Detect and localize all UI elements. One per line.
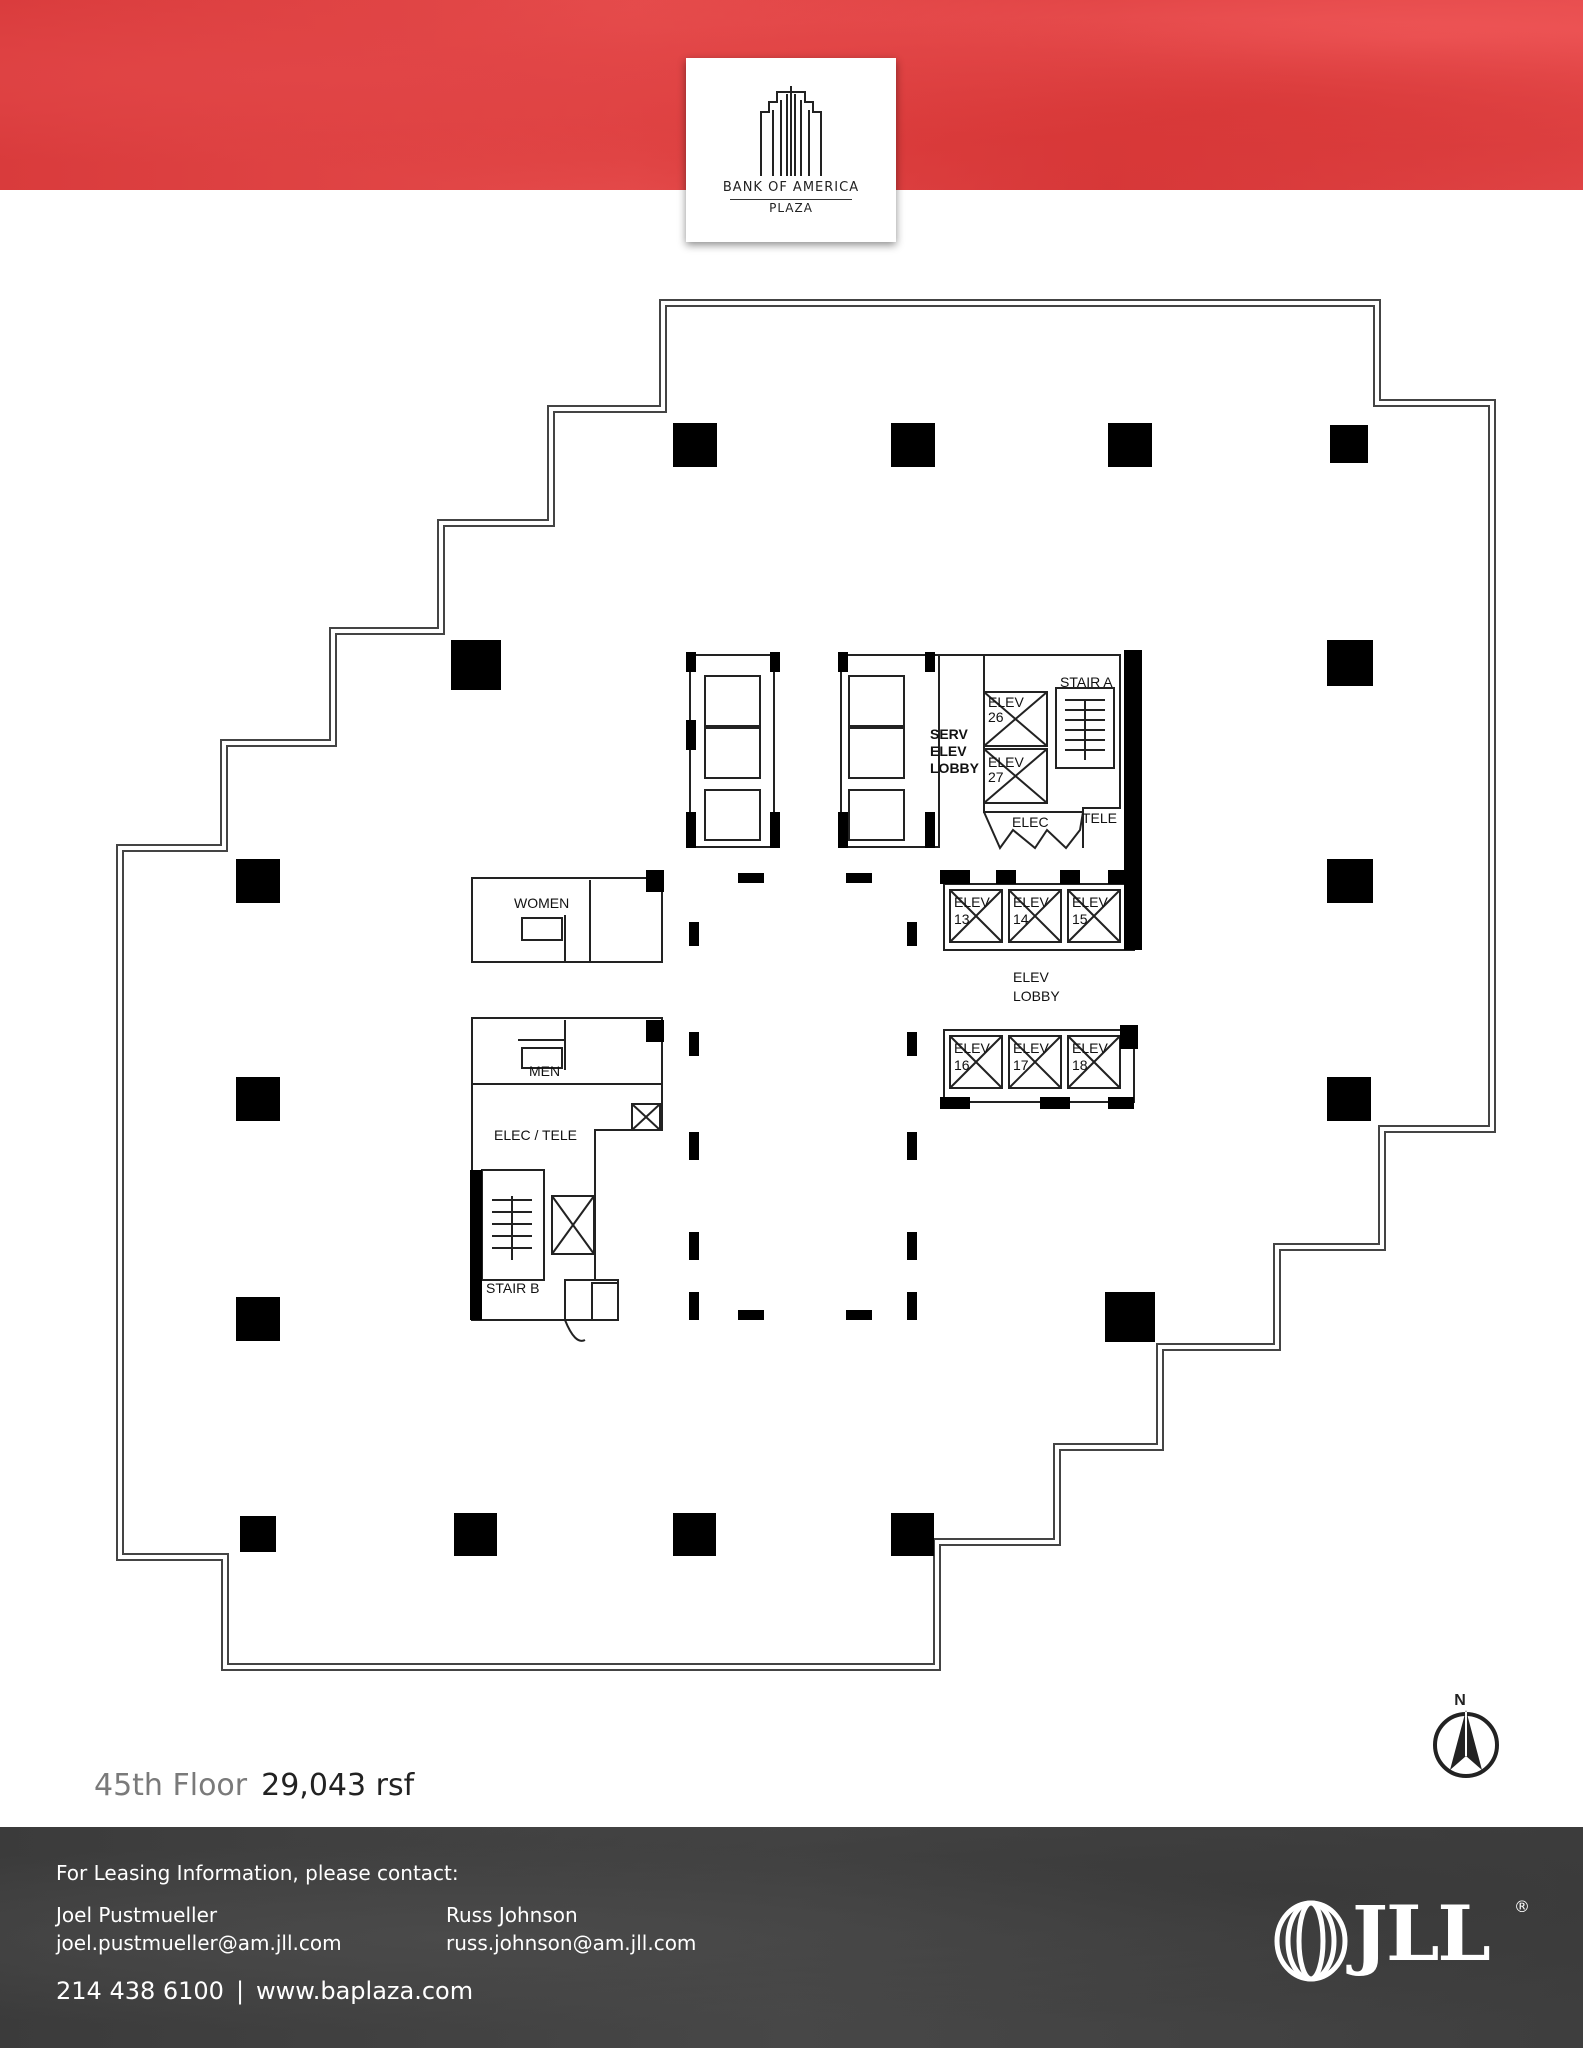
label-elev-17-a: ELEV: [1013, 1040, 1049, 1056]
column: [240, 1516, 276, 1552]
stair-a: [1055, 687, 1115, 769]
column: [1327, 1077, 1371, 1121]
column: [673, 423, 717, 467]
label-elec: ELEC: [1012, 814, 1049, 830]
separator: |: [235, 1977, 245, 2005]
label-elev-16-a: ELEV: [954, 1040, 990, 1056]
column: [451, 640, 501, 690]
column: [1330, 425, 1368, 463]
phone-number[interactable]: 214 438 6100: [56, 1977, 224, 2005]
label-elev-27-a: ELEV: [988, 754, 1024, 770]
label-elec-tele: ELEC / TELE: [494, 1127, 577, 1143]
label-elev-18-b: 18: [1072, 1057, 1088, 1073]
tower-logo-icon: [760, 86, 822, 176]
label-men: MEN: [529, 1063, 560, 1079]
label-tele: TELE: [1082, 810, 1117, 826]
label-elev-15-b: 15: [1072, 911, 1088, 927]
column: [1108, 423, 1152, 467]
column: [891, 423, 935, 467]
logo-text-line2: PLAZA: [769, 201, 813, 215]
label-elev-13-b: 13: [954, 911, 970, 927]
contact-2-email[interactable]: russ.johnson@am.jll.com: [446, 1931, 697, 1955]
building-perimeter: [116, 299, 1496, 1671]
column: [1327, 640, 1373, 686]
men-restroom: [471, 1017, 663, 1085]
floor-name: 45th Floor: [94, 1768, 248, 1803]
north-label: N: [1454, 1692, 1466, 1709]
column: [1327, 859, 1373, 903]
contact-1-email[interactable]: joel.pustmueller@am.jll.com: [56, 1931, 342, 1955]
label-elev-lobby-1: ELEV: [1013, 969, 1049, 985]
contact-1-name: Joel Pustmueller: [56, 1903, 218, 1927]
label-elev-15-a: ELEV: [1072, 894, 1108, 910]
label-serv-3: LOBBY: [930, 760, 980, 776]
building-logo: BANK OF AMERICA PLAZA: [686, 58, 896, 242]
label-elev-14-a: ELEV: [1013, 894, 1049, 910]
phone-website-line: 214 438 6100 | www.baplaza.com: [56, 1977, 473, 2005]
label-elev-lobby-2: LOBBY: [1013, 988, 1060, 1004]
elevator-bank-west-1: [689, 654, 775, 848]
label-serv-2: ELEV: [930, 743, 967, 759]
label-elev-17-b: 17: [1013, 1057, 1029, 1073]
north-arrow-icon: N: [1433, 1692, 1499, 1778]
label-elev-16-b: 16: [954, 1057, 970, 1073]
label-elev-27-b: 27: [988, 769, 1004, 785]
label-elev-13-a: ELEV: [954, 894, 990, 910]
floor-area-label: 45th Floor 29,043 rsf: [94, 1768, 414, 1803]
structural-columns: [236, 423, 1373, 1556]
column: [673, 1513, 716, 1556]
label-stair-b: STAIR B: [486, 1280, 539, 1296]
contact-2-name: Russ Johnson: [446, 1903, 578, 1927]
column: [454, 1513, 497, 1556]
core-solid-walls: [470, 650, 1142, 1320]
footer-contact-panel: For Leasing Information, please contact:…: [0, 1827, 1583, 2048]
label-stair-a: STAIR A: [1060, 674, 1113, 690]
leasing-intro: For Leasing Information, please contact:: [56, 1861, 459, 1885]
jll-logo-icon: [1274, 1900, 1348, 1982]
elevator-bank-west-2: [840, 654, 940, 848]
label-elev-18-a: ELEV: [1072, 1040, 1108, 1056]
label-serv-1: SERV: [930, 726, 969, 742]
column: [236, 1077, 280, 1121]
label-elev-26-a: ELEV: [988, 694, 1024, 710]
column: [1105, 1292, 1155, 1342]
column: [236, 859, 280, 903]
label-elev-14-b: 14: [1013, 911, 1029, 927]
column: [891, 1513, 934, 1556]
floor-rsf: 29,043 rsf: [261, 1768, 415, 1803]
column: [236, 1297, 280, 1341]
logo-divider: [730, 199, 852, 200]
logo-text-line1: BANK OF AMERICA: [722, 180, 860, 195]
women-restroom: [471, 877, 663, 963]
registered-mark: ®: [1514, 1897, 1530, 1916]
label-women: WOMEN: [514, 895, 569, 911]
jll-wordmark: JLL: [1352, 1889, 1491, 1978]
website-link[interactable]: www.baplaza.com: [256, 1977, 474, 2005]
label-elev-26-b: 26: [988, 709, 1004, 725]
